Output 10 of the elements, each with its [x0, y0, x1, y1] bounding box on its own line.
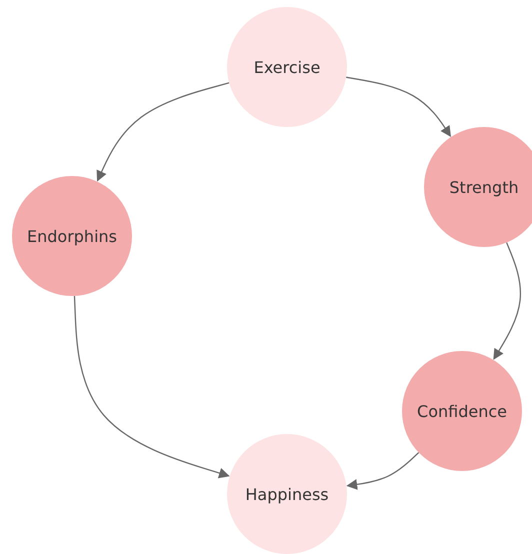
node-label: Happiness: [245, 484, 329, 504]
node-label: Exercise: [254, 58, 320, 76]
node-label: Confidence: [417, 402, 507, 420]
arrow: [346, 76, 451, 137]
arrow: [493, 242, 522, 360]
arrow: [74, 296, 230, 478]
node-label: Endorphins: [27, 226, 117, 246]
node-label: Strength: [449, 178, 519, 196]
arrow: [346, 452, 420, 490]
arrow: [96, 82, 230, 182]
